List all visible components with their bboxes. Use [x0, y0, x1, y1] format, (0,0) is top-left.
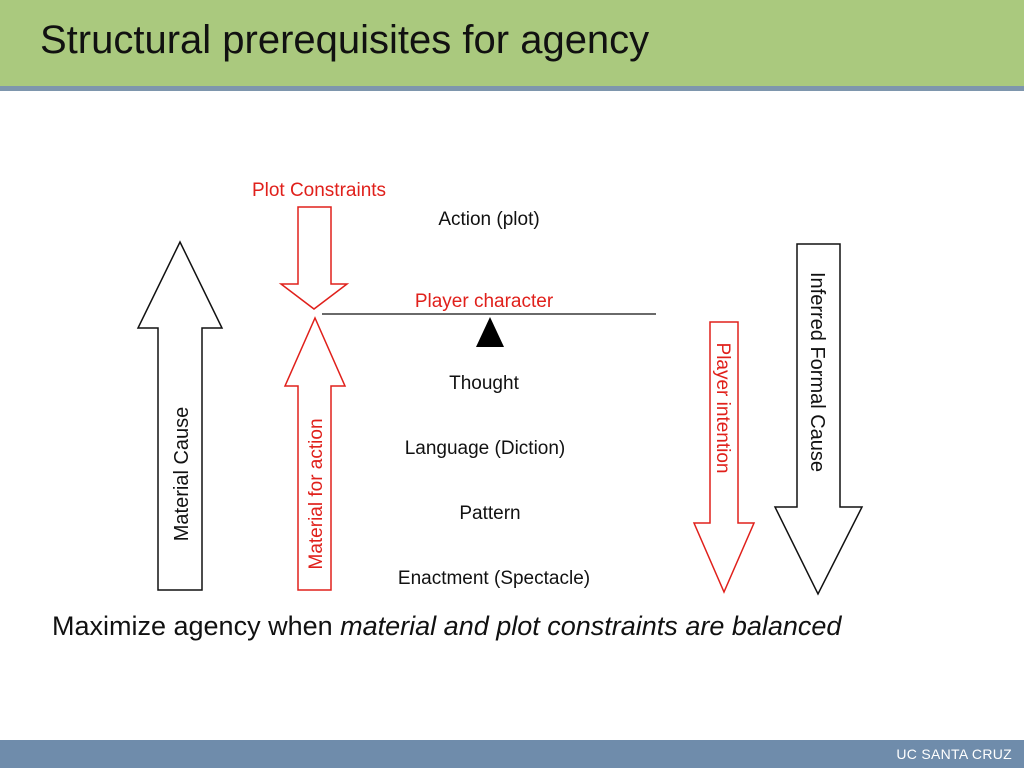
title-bar: Structural prerequisites for agency: [0, 0, 1024, 86]
summary-prefix: Maximize agency when: [52, 611, 341, 641]
fulcrum-triangle: [476, 317, 504, 347]
material-for-action-label: Material for action: [306, 418, 327, 569]
inferred-formal-cause-label: Inferred Formal Cause: [806, 272, 828, 472]
footer-bar: UC SANTA CRUZ: [0, 740, 1024, 768]
page-title: Structural prerequisites for agency: [40, 18, 650, 62]
summary-statement: Maximize agency when material and plot c…: [52, 611, 841, 642]
title-divider: [0, 86, 1024, 91]
material-for-action-arrow: [283, 316, 347, 591]
thought-label: Thought: [449, 373, 519, 394]
player-intention-arrow: [692, 321, 756, 594]
material-cause-arrow: [136, 240, 224, 591]
player-intention-label: Player intention: [712, 343, 733, 474]
language-label: Language (Diction): [405, 438, 566, 459]
inferred-formal-cause-arrow: [773, 243, 864, 596]
enactment-label: Enactment (Spectacle): [398, 568, 590, 589]
summary-emphasis: material and plot constraints are balanc…: [340, 611, 842, 641]
player-character-label: Player character: [415, 291, 554, 312]
material-cause-label: Material Cause: [171, 407, 193, 542]
pattern-label: Pattern: [459, 503, 520, 524]
plot-constraints-label: Plot Constraints: [252, 180, 386, 201]
action-label: Action (plot): [438, 209, 539, 230]
plot-constraints-arrow: [278, 206, 350, 310]
footer-institution: UC SANTA CRUZ: [896, 746, 1012, 762]
